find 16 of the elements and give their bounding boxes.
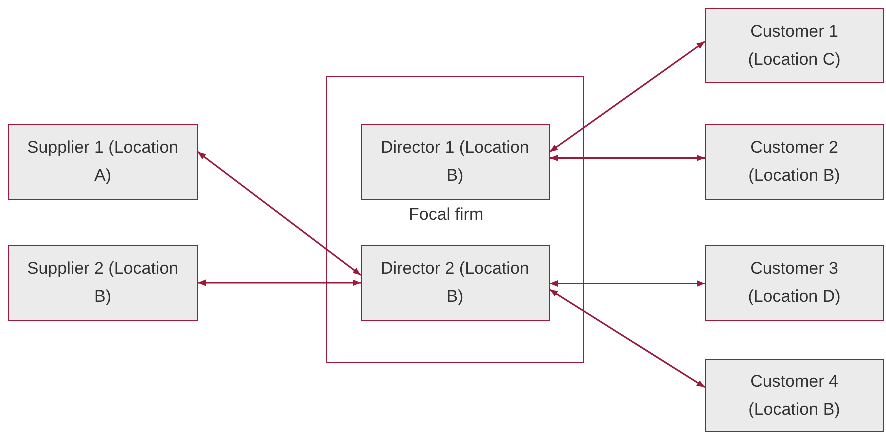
group-label: Focal firm: [409, 205, 484, 225]
process-box: Director 1 (Location B): [360, 124, 550, 200]
arrow: [198, 151, 362, 276]
arrow: [550, 280, 705, 287]
process-box: Customer 2 (Location B): [705, 124, 884, 200]
process-box: Customer 4 (Location B): [705, 359, 884, 432]
arrow: [550, 41, 706, 153]
arrow: [198, 280, 361, 286]
arrow: [550, 289, 706, 388]
arrow: [550, 155, 705, 162]
process-box: Director 2 (Location B): [360, 244, 550, 321]
process-box: Customer 1 (Location C): [705, 8, 884, 83]
process-box: Supplier 1 (Location A): [8, 124, 198, 200]
group-box: [326, 76, 584, 363]
process-box: Customer 3 (Location D): [705, 245, 884, 321]
process-box: Supplier 2 (Location B): [8, 245, 198, 321]
